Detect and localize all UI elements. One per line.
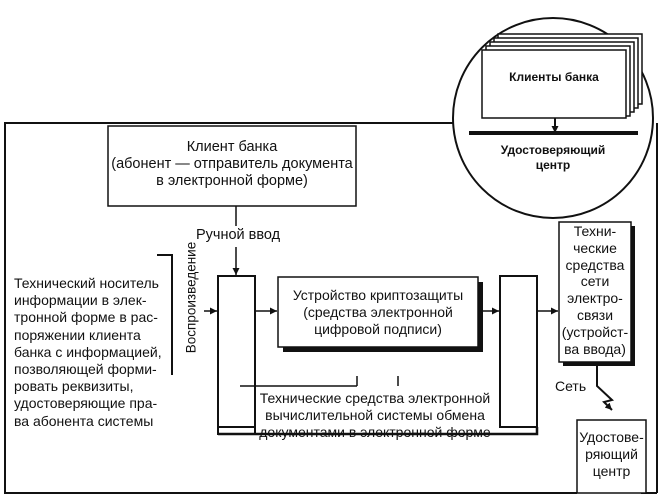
bank-clients-label: Клиенты банка (509, 70, 599, 84)
telecom-line: Техни- (573, 223, 617, 239)
exchange-label: Технические средства электронной вычисли… (240, 390, 510, 441)
telecom-line: ва ввода) (564, 340, 626, 357)
telecom-label: Техни- ческие средства сети электро- свя… (560, 223, 630, 357)
crypto-line: Устройство криптозащиты (292, 287, 464, 303)
carrier-line: позволяющей форми- (14, 361, 157, 378)
crypto-box (277, 276, 479, 348)
carrier-line: ровать реквизиты, (14, 378, 134, 395)
exchange-line: вычислительной системы обмена (265, 407, 485, 423)
telecom-line: средства (565, 256, 625, 273)
client-line: (абонент — отправитель документа (111, 156, 353, 172)
network-link (596, 362, 615, 411)
manual-input-label: Ручной ввод (196, 227, 281, 243)
cert-center-line: Удостове- (579, 429, 644, 445)
telecom-line: сети (580, 273, 610, 290)
carrier-line: Технический носитель (14, 275, 159, 291)
carrier-line: ва абонента системы (14, 412, 154, 429)
telecom-line: ческие (573, 239, 617, 256)
client-line: Клиент банка (186, 139, 278, 155)
circle-cert-center-label: Удостоверяющий центр (500, 143, 606, 172)
client-label: Клиент банка (абонент — отправитель доку… (110, 139, 354, 190)
crypto-line: цифровой подписи) (314, 321, 442, 337)
carrier-line: поряжении клиента (14, 326, 141, 343)
right-bar (499, 275, 538, 428)
carrier-line: тронной форме в рас- (14, 309, 158, 326)
left-bar (217, 275, 256, 428)
carrier-line: информации в элек- (14, 292, 147, 309)
telecom-box (558, 221, 632, 363)
cert-center-line: ряющий (585, 446, 638, 462)
client-box (107, 125, 357, 207)
crypto-label: Устройство криптозащиты (средства электр… (280, 287, 476, 338)
exchange-bracket-base (218, 427, 539, 436)
telecom-line: связи (576, 306, 614, 323)
network-label: Сеть (555, 378, 587, 394)
carrier-label: Технический носитель информации в элек- … (14, 275, 174, 430)
crypto-line: (средства электронной (303, 304, 453, 320)
carrier-line: удостоверяющие пра- (14, 395, 158, 412)
telecom-line: электро- (567, 290, 623, 307)
playback-label: Воспроизведение (183, 241, 199, 354)
cert-center-box (576, 419, 647, 494)
client-line: в электронной форме) (156, 173, 308, 189)
exchange-line: документами в электронной форме (259, 424, 491, 440)
bank-clients-stack (481, 33, 643, 119)
carrier-bracket (157, 254, 173, 375)
exchange-line: Технические средства электронной (259, 390, 491, 406)
cert-center-line: центр (592, 463, 631, 479)
carrier-line: банка с информацией, (14, 343, 162, 360)
telecom-line: (устройст- (561, 323, 629, 340)
cert-center-label: Удостове- ряющий центр (578, 429, 645, 480)
